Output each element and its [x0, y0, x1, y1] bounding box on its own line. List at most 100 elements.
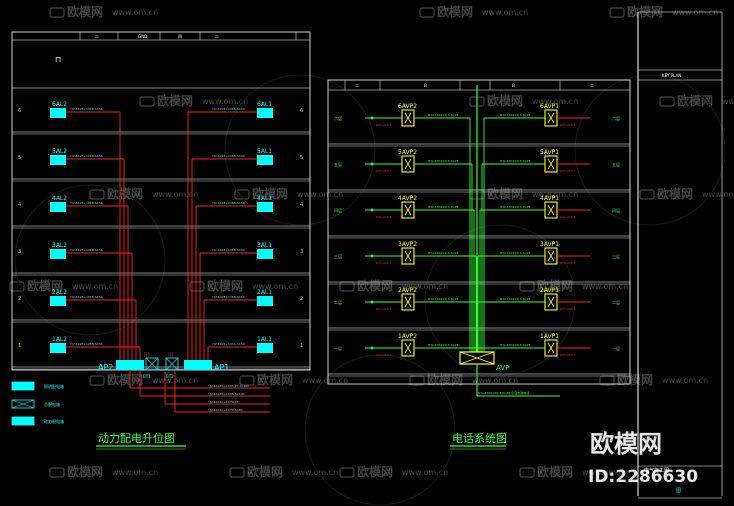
- cable-spec-left: HYA-10X2X0.5-SC25: [428, 159, 459, 163]
- watermark-logo-icon: [639, 189, 655, 200]
- panel-label-right: 6AL1: [257, 101, 272, 108]
- incoming-telephone-spec: HYA-100X2X0.5-SC80 引自市政电话: [478, 390, 529, 395]
- distribution-panel-box: [257, 202, 273, 212]
- watermark-brand: 欧模网: [107, 372, 143, 387]
- watermark-brand: 欧模网: [157, 93, 193, 108]
- distribution-panel-box: [257, 296, 273, 306]
- watermark-logo-icon: [189, 281, 205, 292]
- panel-label-left: 3AL2: [52, 242, 67, 249]
- header-cell: 二: [355, 83, 359, 88]
- bus-box-cross: [145, 357, 159, 371]
- watermark-logo-icon: [49, 467, 65, 478]
- red-note-right: RVS-2X0.5: [560, 261, 576, 265]
- watermark-brand: 欧模网: [437, 4, 473, 19]
- red-note-left: RVS-2X0.5: [376, 261, 392, 265]
- cable-spec-right: YJV-4X25+1X16-SC50: [212, 107, 245, 111]
- panel-label-left: 4AL2: [52, 195, 67, 202]
- watermark-logo-icon: [339, 281, 355, 292]
- watermark-brand: 欧模网: [207, 278, 243, 293]
- cable-spec-right: YJV-4X25+1X16-SC50: [212, 201, 245, 205]
- floor-mark: 6: [18, 108, 21, 114]
- junction-label-left: 2AVP2: [398, 287, 417, 294]
- watermark-item: 欧模网 www.om.cn: [469, 186, 578, 201]
- watermark-brand: 欧模网: [67, 4, 103, 19]
- bus-tick: |||: [168, 352, 173, 358]
- header-cell: 二: [590, 83, 594, 88]
- cable-spec-right: YJV-4X25+1X16-SC50: [212, 248, 245, 252]
- bus-label: BT2: [166, 374, 174, 379]
- red-note-right: RVS-2X0.5: [560, 123, 576, 127]
- legend-power-panel: 动力配电箱: [44, 418, 64, 424]
- cable-spec-right: HYA-10X2X0.5-SC25: [500, 159, 531, 163]
- junction-box-mark: [547, 296, 555, 308]
- floor-mark: 4: [300, 202, 303, 208]
- telephone-outlet-icon: [370, 254, 374, 258]
- junction-box-mark: [404, 342, 412, 354]
- bus-box: [145, 357, 159, 371]
- floor-name: 六层: [334, 115, 342, 121]
- telephone-frame: [327, 79, 631, 385]
- junction-label-right: 1AVP1: [540, 333, 559, 340]
- floor-mark: 2: [300, 296, 303, 302]
- legend-power-panel-icon: [11, 416, 35, 426]
- watermark-site: www.om.cn: [722, 97, 734, 106]
- watermark-arc: [14, 184, 166, 336]
- floor-name: 二层: [334, 299, 342, 305]
- power-riser-title: 动力配电升位图: [98, 431, 175, 445]
- floor-mark: 4: [18, 202, 21, 208]
- watermark-brand: 欧模网: [487, 186, 523, 201]
- floor-name: 一层: [334, 345, 342, 351]
- panel-label-right: 1AL1: [257, 336, 272, 343]
- floor-mark: 6: [300, 108, 303, 114]
- watermark-brand: 欧模网: [357, 278, 393, 293]
- watermark-site: www.om.cn: [482, 8, 528, 17]
- watermark-logo-icon: [659, 96, 675, 107]
- cable-spec-right: HYA-10X2X0.5-SC25: [500, 343, 531, 347]
- legend-main-panel-icon: [11, 399, 35, 409]
- watermark-site: www.om.cn: [302, 376, 348, 385]
- corner-mark: ⊓: [55, 55, 61, 64]
- watermark-logo-icon: [519, 281, 535, 292]
- junction-box-mark: [404, 250, 412, 262]
- floor-name: 四层: [612, 207, 620, 213]
- watermark-site: www.om.cn: [402, 282, 448, 291]
- floor-name: 五层: [612, 161, 620, 167]
- watermark-site: www.om.cn: [112, 468, 158, 477]
- junction-box-mark: [404, 112, 412, 124]
- floor-mark: 3: [300, 249, 303, 255]
- panel-label-right: 4AL1: [257, 195, 272, 202]
- telephone-outlet-icon: [370, 162, 374, 166]
- incoming-cable-spec: YJV-4X150+1X70-SC80: [208, 408, 243, 412]
- floor-name: 三层: [334, 253, 342, 259]
- ap-box-right: [184, 360, 212, 370]
- watermark-brand: 欧模网: [252, 186, 288, 201]
- floor-mark: 5: [300, 155, 303, 161]
- header-cell: 四: [178, 34, 182, 39]
- junction-label-right: 5AVP1: [540, 149, 559, 156]
- panel-label-right: 2AL1: [257, 289, 272, 296]
- watermark-brand: 欧模网: [677, 93, 713, 108]
- watermark-site: www.om.cn: [532, 190, 578, 199]
- floor-name: 二层: [612, 299, 620, 305]
- watermark-item: 欧模网 www.om.cn: [339, 278, 448, 293]
- avp-mark: [459, 351, 495, 365]
- cable-spec-right: HYA-10X2X0.5-SC25: [500, 297, 531, 301]
- header-cell: B: [512, 83, 515, 88]
- incoming-cable-spec: YJV-4X150+1X70-CT: [208, 400, 239, 404]
- cable-spec-left: YJV-4X25+1X16-SC50: [70, 201, 103, 205]
- header-cell: GND: [138, 34, 147, 39]
- legend-main-panel: 总配电箱: [44, 401, 60, 407]
- watermark-site: www.om.cn: [472, 376, 518, 385]
- junction-label-left: 5AVP2: [398, 149, 417, 156]
- watermark-site: www.om.cn: [532, 97, 578, 106]
